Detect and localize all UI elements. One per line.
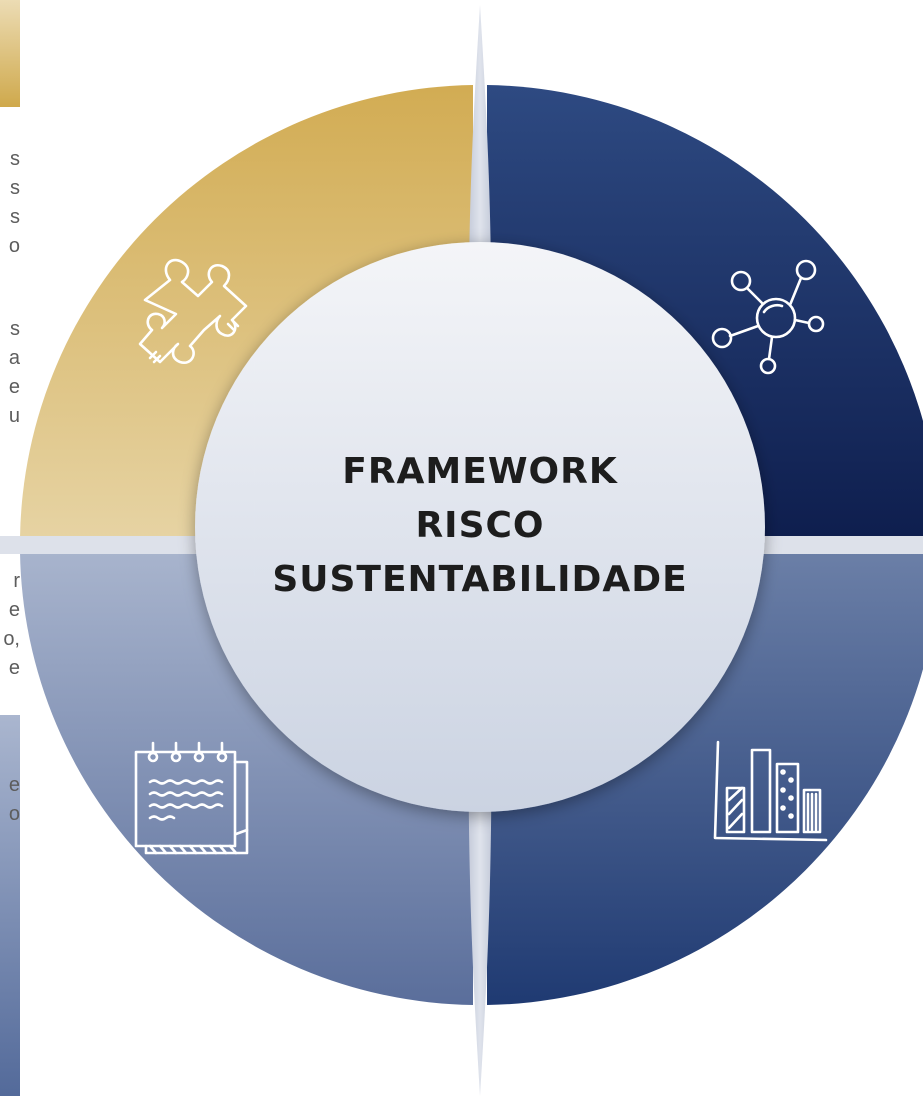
left-text-block-3: r e o, e bbox=[0, 567, 22, 683]
center-circle bbox=[195, 242, 765, 812]
network-nodes-icon bbox=[711, 259, 825, 375]
title-line-3: SUSTENTABILIDADE bbox=[272, 559, 688, 600]
text-fragment: e bbox=[8, 599, 20, 621]
title-line-2: RISCO bbox=[415, 505, 545, 546]
text-fragment: o bbox=[8, 803, 20, 825]
bottom-left-accent-bar bbox=[0, 715, 20, 1096]
left-text-block-1: s s s o bbox=[0, 145, 22, 261]
puzzle-piece-icon bbox=[138, 258, 248, 364]
text-fragment: s bbox=[10, 177, 20, 199]
text-fragment: o, bbox=[3, 628, 20, 650]
text-fragment: a bbox=[8, 347, 20, 369]
text-fragment: e bbox=[8, 657, 20, 679]
text-fragment: e bbox=[8, 774, 20, 796]
text-fragment: s bbox=[10, 318, 20, 340]
center-title: FRAMEWORK RISCO SUSTENTABILIDADE bbox=[230, 445, 730, 607]
text-fragment: u bbox=[8, 405, 20, 427]
left-text-block-2: s a e u bbox=[0, 315, 22, 431]
text-fragment: s bbox=[10, 148, 20, 170]
bar-chart-icon bbox=[713, 740, 828, 842]
left-text-block-4: e o bbox=[0, 771, 22, 829]
text-fragment: e bbox=[8, 376, 20, 398]
notepad-icon bbox=[134, 741, 249, 855]
text-fragment: r bbox=[13, 570, 20, 592]
text-fragment: o bbox=[8, 235, 20, 257]
title-line-1: FRAMEWORK bbox=[342, 451, 618, 492]
text-fragment: s bbox=[10, 206, 20, 228]
top-left-accent-bar bbox=[0, 0, 20, 107]
